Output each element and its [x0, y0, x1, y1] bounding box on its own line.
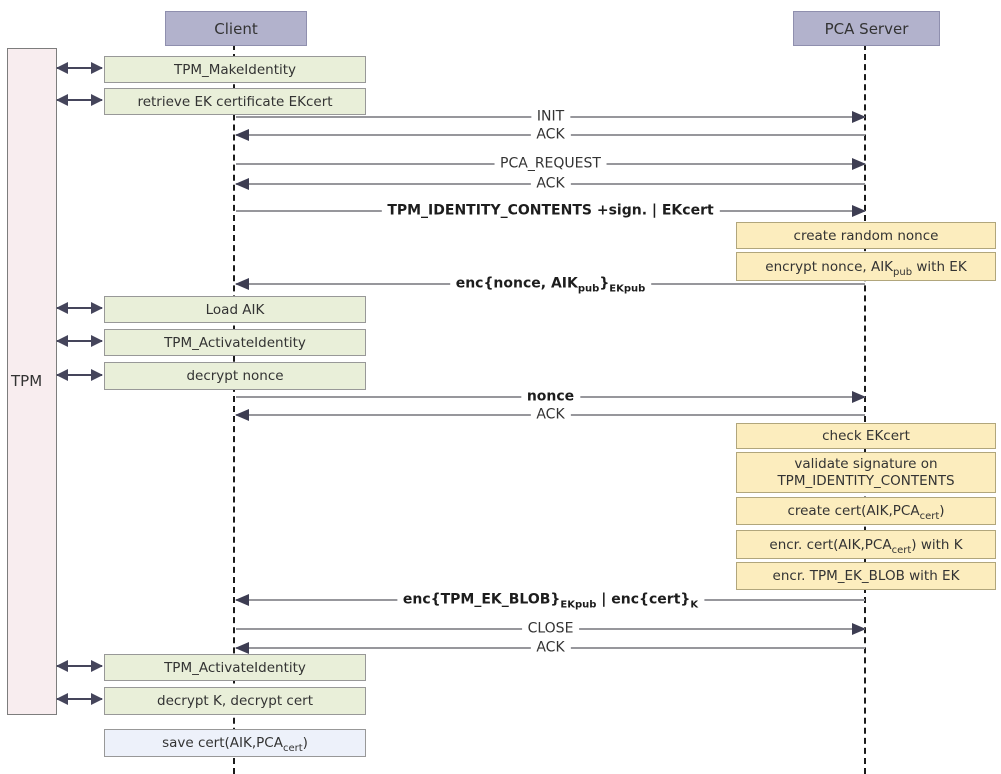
op-box-create-cert: create cert(AIK,PCAcert) [736, 497, 996, 525]
arrow-right-icon [852, 111, 866, 123]
message-label: ACK [530, 639, 571, 656]
message-label: enc{nonce, AIKpub}EKpub [449, 275, 652, 295]
arrow-right-icon [852, 205, 866, 217]
actor-client: Client [165, 11, 307, 46]
op-box-tpm-makeidentity: TPM_MakeIdentity [104, 56, 366, 83]
client-lifeline [233, 44, 235, 774]
arrow-left-icon [235, 594, 249, 606]
double-arrow-icon [56, 335, 103, 347]
message-label: CLOSE [521, 620, 580, 637]
double-arrow-icon [56, 660, 103, 672]
tpm-actor-label: TPM [11, 372, 43, 390]
op-label: decrypt nonce [186, 368, 284, 384]
double-arrow-icon [56, 693, 103, 705]
op-label: check EKcert [822, 428, 910, 444]
double-arrow-icon [56, 369, 103, 381]
op-label: save cert(AIK,PCAcert) [162, 735, 308, 754]
double-arrow-icon [56, 302, 103, 314]
op-label: TPM_ActivateIdentity [164, 334, 306, 351]
op-label: TPM_ActivateIdentity [164, 659, 306, 676]
op-label-line2: TPM_IDENTITY_CONTENTS [777, 472, 955, 489]
message-label: ACK [530, 126, 571, 143]
op-label: retrieve EK certificate EKcert [137, 93, 333, 110]
arrow-left-icon [235, 129, 249, 141]
op-label: encr. TPM_EK_BLOB with EK [772, 568, 960, 584]
op-box-create-random-nonce: create random nonce [736, 222, 996, 249]
op-box-retrieve-ekcert: retrieve EK certificate EKcert [104, 88, 366, 115]
actor-client-label: Client [214, 19, 258, 38]
arrow-right-icon [852, 623, 866, 635]
op-box-save-cert: save cert(AIK,PCAcert) [104, 729, 366, 757]
op-label: encr. cert(AIK,PCAcert) with K [769, 536, 963, 556]
double-arrow-icon [56, 62, 103, 74]
actor-pca-server-label: PCA Server [824, 19, 909, 38]
op-label: Load AIK [205, 301, 265, 318]
op-box-encr-tpm-ek-blob: encr. TPM_EK_BLOB with EK [736, 562, 996, 590]
arrow-right-icon [852, 391, 866, 403]
message-label: nonce [520, 388, 581, 405]
op-box-tpm-activateidentity-1: TPM_ActivateIdentity [104, 329, 366, 356]
op-label: create random nonce [793, 227, 939, 244]
message-label: PCA_REQUEST [494, 155, 607, 172]
message-label: TPM_IDENTITY_CONTENTS +sign. | EKcert [381, 202, 720, 219]
op-box-tpm-activateidentity-2: TPM_ActivateIdentity [104, 654, 366, 681]
op-box-decrypt-nonce: decrypt nonce [104, 362, 366, 390]
double-arrow-icon [56, 94, 103, 106]
message-label: INIT [530, 108, 571, 125]
op-label: TPM_MakeIdentity [173, 61, 297, 78]
op-label-line1: validate signature on [794, 455, 938, 472]
op-label: decrypt K, decrypt cert [157, 693, 313, 709]
arrow-left-icon [235, 278, 249, 290]
op-label: create cert(AIK,PCAcert) [787, 503, 945, 522]
op-box-encrypt-nonce: encrypt nonce, AIKpub with EK [736, 252, 996, 281]
arrow-right-icon [852, 158, 866, 170]
op-box-encr-cert-with-k: encr. cert(AIK,PCAcert) with K [736, 530, 996, 559]
arrow-left-icon [235, 409, 249, 421]
message-label: enc{TPM_EK_BLOB}EKpub | enc{cert}K [396, 591, 705, 611]
message-label: ACK [530, 175, 571, 192]
arrow-left-icon [235, 178, 249, 190]
tpm-actor-box [7, 48, 57, 715]
op-label: encrypt nonce, AIKpub with EK [765, 258, 967, 278]
op-box-validate-signature: validate signature on TPM_IDENTITY_CONTE… [736, 452, 996, 493]
actor-pca-server: PCA Server [793, 11, 940, 46]
message-label: ACK [530, 406, 571, 423]
arrow-left-icon [235, 642, 249, 654]
op-box-check-ekcert: check EKcert [736, 423, 996, 449]
pca-server-lifeline [864, 44, 866, 774]
op-box-decrypt-k-decrypt-cert: decrypt K, decrypt cert [104, 687, 366, 715]
op-box-load-aik: Load AIK [104, 296, 366, 323]
